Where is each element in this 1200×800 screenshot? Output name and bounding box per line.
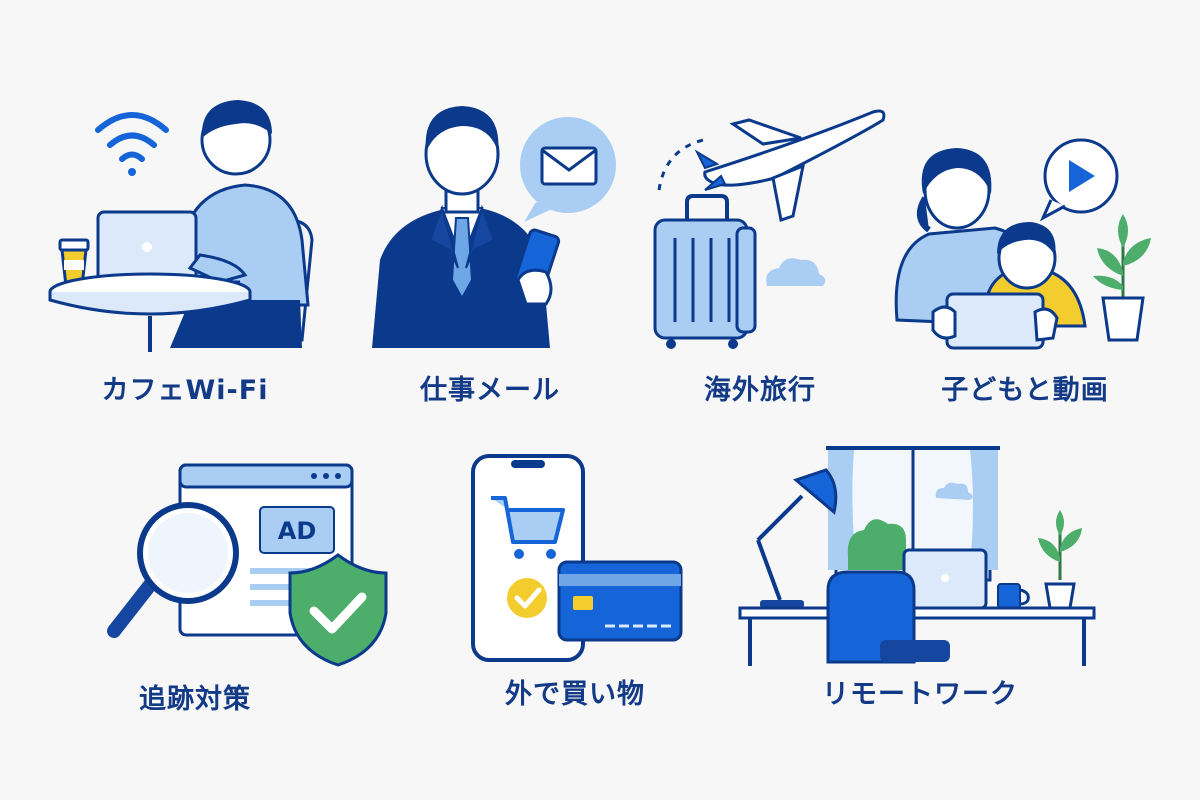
- shield-check-icon: [288, 553, 388, 667]
- plant-icon: [1038, 510, 1082, 610]
- scene-work-mail: 仕事メール: [350, 90, 630, 420]
- airplane-icon: [694, 109, 886, 222]
- mug-icon: [997, 583, 1030, 609]
- caption-shopping-outside: 外で買い物: [505, 679, 645, 710]
- laptop-icon: [902, 548, 988, 610]
- scene-kids-video: 子どもと動画: [885, 90, 1165, 420]
- office-chair-icon: [826, 570, 950, 664]
- play-icon: [1039, 138, 1119, 222]
- tablet-icon: [945, 292, 1045, 350]
- cloud-icon: [766, 258, 826, 286]
- cafe-table-icon: [48, 272, 252, 352]
- smartphone-icon: [471, 454, 585, 662]
- credit-card-icon: [557, 560, 683, 642]
- scene-overseas-travel: 海外旅行: [625, 90, 895, 420]
- caption-work-mail: 仕事メール: [420, 375, 560, 406]
- scene-cafe-wifi: カフェWi-Fi: [40, 90, 330, 420]
- magnifier-icon: [107, 502, 239, 638]
- caption-cafe-wifi: カフェWi-Fi: [101, 375, 269, 406]
- plant-icon: [1093, 214, 1151, 342]
- scene-shopping-outside: 外で買い物: [455, 450, 695, 730]
- caption-tracking-protection: 追跡対策: [139, 684, 251, 715]
- check-circle-icon: [507, 578, 547, 618]
- ad-badge-text: AD: [278, 517, 317, 545]
- wifi-icon: [95, 112, 169, 176]
- shopping-cart-icon: [491, 496, 565, 559]
- suitcase-icon: [653, 194, 757, 349]
- caption-overseas-travel: 海外旅行: [704, 375, 816, 406]
- desk-lamp-icon: [756, 468, 838, 608]
- scene-tracking-protection: AD 追跡対策: [100, 455, 400, 730]
- caption-kids-video: 子どもと動画: [941, 375, 1109, 406]
- scene-remote-work: リモートワーク: [730, 440, 1110, 730]
- caption-remote-work: リモートワーク: [822, 679, 1018, 710]
- envelope-icon: [520, 117, 616, 222]
